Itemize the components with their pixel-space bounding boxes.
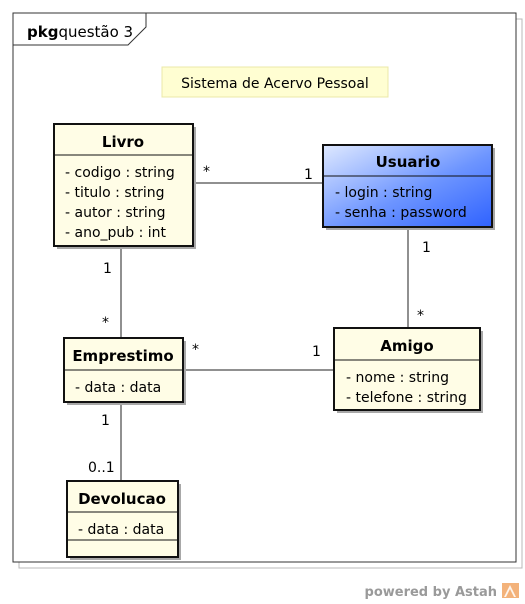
powered-by: powered by Astah: [365, 583, 519, 600]
mult-emprestimo-devolucao-devolucao-end: 0..1: [88, 460, 115, 476]
class-livro[interactable]: Livro - codigo : string - titulo : strin…: [53, 123, 196, 249]
class-livro-name: Livro: [102, 133, 144, 151]
class-emprestimo[interactable]: Emprestimo - data : data: [63, 337, 186, 405]
class-emprestimo-name: Emprestimo: [72, 347, 173, 365]
package-keyword: pkg: [27, 23, 58, 41]
note-text: Sistema de Acervo Pessoal: [181, 76, 369, 92]
mult-livro-emprestimo-livro-end: 1: [103, 261, 112, 277]
class-amigo[interactable]: Amigo - nome : string - telefone : strin…: [333, 327, 483, 413]
class-amigo-attr-nome: - nome : string: [346, 370, 449, 386]
note-sistema[interactable]: Sistema de Acervo Pessoal: [161, 66, 389, 98]
mult-emprestimo-devolucao-emprestimo-end: 1: [101, 413, 110, 429]
mult-emprestimo-amigo-amigo-end: 1: [312, 344, 321, 360]
mult-livro-emprestimo-emprestimo-end: *: [102, 315, 109, 331]
mult-livro-usuario-usuario-end: 1: [304, 167, 313, 183]
associations: [120, 182, 409, 481]
class-amigo-name: Amigo: [380, 337, 433, 355]
astah-logo-icon: [502, 583, 519, 598]
class-emprestimo-attr-data: - data : data: [75, 380, 161, 396]
mult-emprestimo-amigo-emprestimo-end: *: [192, 342, 199, 358]
class-livro-attr-ano-pub: - ano_pub : int: [65, 225, 167, 241]
package-tab-label: pkgquestão 3: [27, 23, 133, 41]
class-devolucao[interactable]: Devolucao - data : data: [66, 480, 181, 560]
class-livro-attr-autor: - autor : string: [65, 205, 166, 221]
package-name: questão 3: [58, 23, 133, 41]
class-livro-attr-codigo: - codigo : string: [65, 165, 175, 181]
mult-usuario-amigo-amigo-end: *: [417, 308, 424, 324]
mult-livro-usuario-livro-end: *: [203, 164, 210, 180]
multiplicities: * 1 1 * 1 * * 1 1 0..1: [88, 164, 431, 476]
package-frame: pkgquestão 3: [12, 12, 523, 569]
class-usuario-attr-login: - login : string: [335, 185, 432, 201]
mult-usuario-amigo-usuario-end: 1: [422, 240, 431, 256]
class-amigo-attr-telefone: - telefone : string: [346, 390, 467, 406]
class-livro-attr-titulo: - titulo : string: [65, 185, 165, 201]
class-usuario-attr-senha: - senha : password: [335, 205, 467, 221]
class-usuario-name: Usuario: [376, 153, 441, 171]
class-devolucao-attr-data: - data : data: [78, 522, 164, 538]
class-usuario[interactable]: Usuario - login : string - senha : passw…: [322, 144, 495, 230]
powered-by-text: powered by Astah: [365, 585, 497, 600]
class-devolucao-name: Devolucao: [78, 490, 166, 508]
